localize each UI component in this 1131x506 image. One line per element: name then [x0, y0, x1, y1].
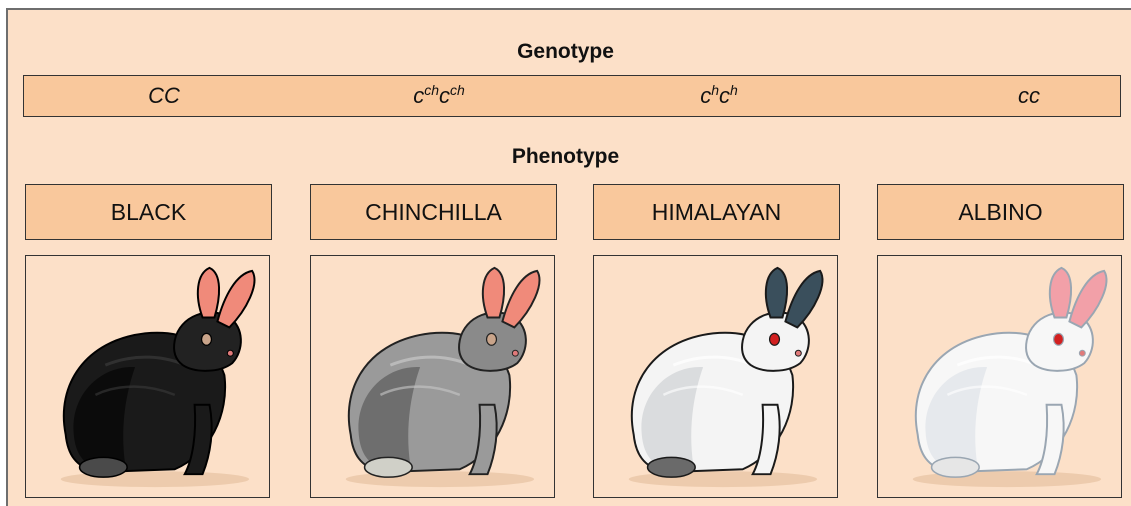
genotype-superscript: ch	[424, 82, 439, 98]
rabbit-nose	[512, 350, 518, 356]
rabbit-tail	[80, 457, 128, 477]
rabbit-nose	[795, 350, 801, 356]
genotype-ch-ch: chch	[639, 84, 799, 108]
genotype-text: cc	[1018, 83, 1040, 108]
albino-rabbit-illustration	[878, 256, 1121, 497]
phenotype-label-himalayan: HIMALAYAN	[593, 184, 840, 240]
rabbit-back-ear	[766, 268, 787, 318]
rabbit-front-ear	[1069, 271, 1106, 328]
rabbit-front-ear	[502, 271, 539, 328]
phenotype-label-black: BLACK	[25, 184, 272, 240]
genotype-text: CC	[148, 83, 180, 108]
himalayan-rabbit-illustration	[594, 256, 837, 497]
genotype-superscript: ch	[450, 82, 465, 98]
rabbit-eye	[487, 333, 497, 345]
rabbit-eye	[1054, 333, 1064, 345]
rabbit-nose	[227, 350, 233, 356]
rabbit-front-ear	[217, 271, 254, 328]
genotype-CC: CC	[84, 84, 244, 108]
chinchilla-rabbit-illustration	[311, 256, 554, 497]
rabbit-back-ear	[483, 268, 504, 318]
rabbit-tail	[365, 457, 413, 477]
rabbit-eye	[770, 333, 780, 345]
genotype-bar: CC cchcch chch cc	[23, 75, 1121, 117]
genotype-cc: cc	[949, 84, 1109, 108]
rabbit-tail	[648, 457, 696, 477]
rabbit-image-black	[25, 255, 270, 498]
rabbit-nose	[1079, 350, 1085, 356]
phenotype-label-chinchilla: CHINCHILLA	[310, 184, 557, 240]
rabbit-tail	[932, 457, 980, 477]
genotype-cch-cch: cchcch	[359, 84, 519, 108]
rabbit-back-ear	[198, 268, 219, 318]
rabbit-eye	[202, 333, 212, 345]
phenotype-heading: Phenotype	[0, 145, 1131, 169]
rabbit-image-albino	[877, 255, 1122, 498]
rabbit-back-ear	[1050, 268, 1071, 318]
rabbit-image-himalayan	[593, 255, 838, 498]
rabbit-front-ear	[785, 271, 822, 328]
genotype-heading: Genotype	[0, 40, 1131, 64]
genotype-superscript: h	[730, 82, 738, 98]
genotype-superscript: h	[711, 82, 719, 98]
rabbit-image-chinchilla	[310, 255, 555, 498]
phenotype-label-albino: ALBINO	[877, 184, 1124, 240]
black-rabbit-illustration	[26, 256, 269, 497]
